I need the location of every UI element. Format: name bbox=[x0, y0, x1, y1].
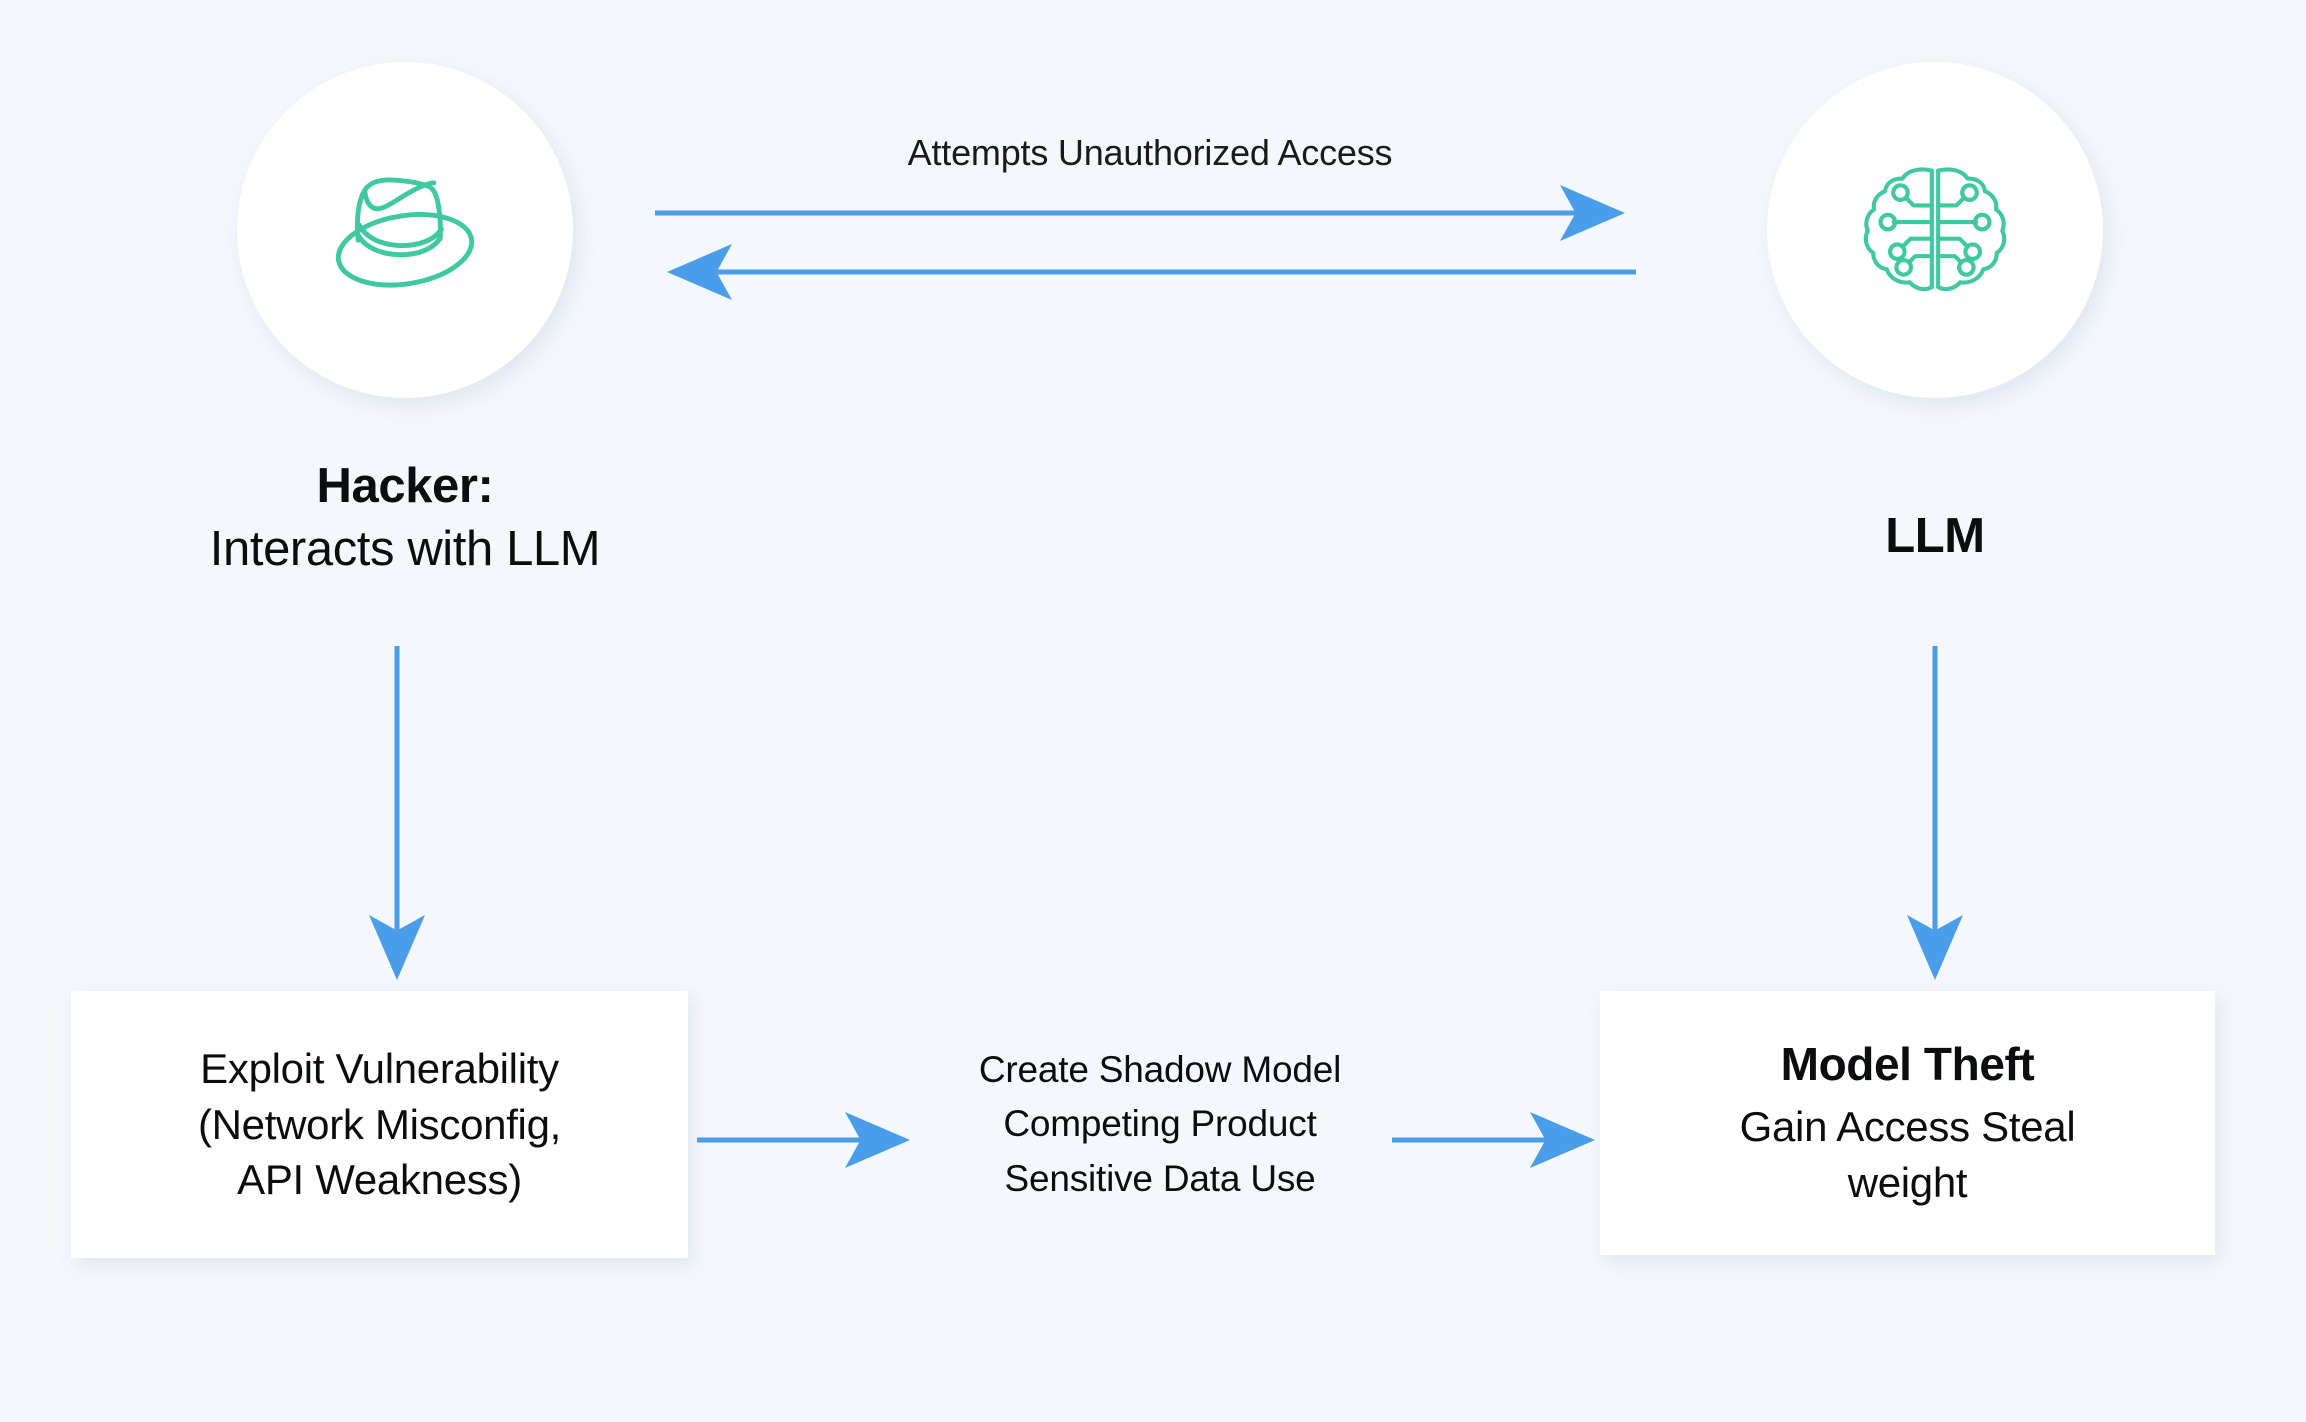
exploit-line-2: (Network Misconfig, bbox=[197, 1100, 562, 1148]
fedora-hat-icon bbox=[335, 177, 475, 288]
note-line-2: Competing Product bbox=[1003, 1103, 1317, 1145]
llm-caption: LLM bbox=[1715, 505, 2155, 568]
exploit-line-3: API Weakness) bbox=[237, 1156, 522, 1204]
shadow-model-note: Create Shadow Model Competing Product Se… bbox=[900, 1043, 1420, 1206]
hacker-title: Hacker: bbox=[316, 459, 494, 513]
exploit-vulnerability-box[interactable]: Exploit Vulnerability (Network Misconfig… bbox=[71, 991, 688, 1258]
theft-line-1: Gain Access Steal bbox=[1739, 1103, 2076, 1151]
circuit-brain-icon bbox=[1863, 167, 2007, 292]
llm-node[interactable] bbox=[1767, 62, 2103, 398]
model-theft-box[interactable]: Model Theft Gain Access Steal weight bbox=[1600, 991, 2215, 1255]
hacker-node[interactable] bbox=[237, 62, 573, 398]
note-line-1: Create Shadow Model bbox=[978, 1049, 1342, 1090]
llm-title: LLM bbox=[1885, 509, 1985, 563]
hacker-subtitle: Interacts with LLM bbox=[209, 521, 601, 576]
exploit-line-1: Exploit Vulnerability bbox=[200, 1044, 559, 1092]
theft-line-2: weight bbox=[1847, 1158, 1968, 1206]
hacker-caption: Hacker: Interacts with LLM bbox=[105, 455, 705, 580]
attempts-unauthorized-access-label: Attempts Unauthorized Access bbox=[907, 132, 1393, 173]
note-line-3: Sensitive Data Use bbox=[1004, 1157, 1316, 1199]
theft-title: Model Theft bbox=[1780, 1038, 2035, 1091]
